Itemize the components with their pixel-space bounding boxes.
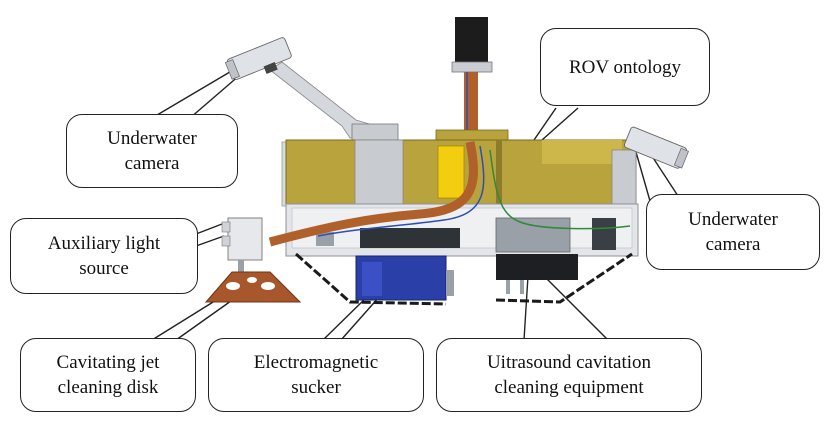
callout-underwater-camera-left: Underwater camera	[66, 114, 238, 188]
callout-underwater-camera-right: Underwater camera	[646, 194, 820, 270]
right-camera-icon	[623, 126, 689, 169]
callout-cavitating-jet-disk: Cavitating jet cleaning disk	[20, 338, 196, 412]
callout-electromagnetic-sucker: Electromagnetic sucker	[208, 338, 424, 412]
auxiliary-light	[221, 217, 263, 274]
callout-auxiliary-light: Auxiliary light source	[10, 218, 198, 294]
electromagnetic-sucker	[355, 255, 454, 301]
left-camera-icon	[224, 37, 292, 80]
callout-ultrasound-equipment: Uitrasound cavitation cleaning equipment	[436, 338, 702, 412]
lower-frame	[268, 141, 639, 257]
top-mast	[435, 17, 509, 147]
ultrasound-equipment	[496, 254, 578, 294]
chain-skirt	[295, 252, 633, 306]
callout-rov-ontology: ROV ontology	[540, 28, 710, 106]
cavitating-jet-disk	[204, 271, 302, 303]
left-camera-assembly	[224, 37, 399, 147]
rov-ontology-body	[281, 139, 637, 207]
